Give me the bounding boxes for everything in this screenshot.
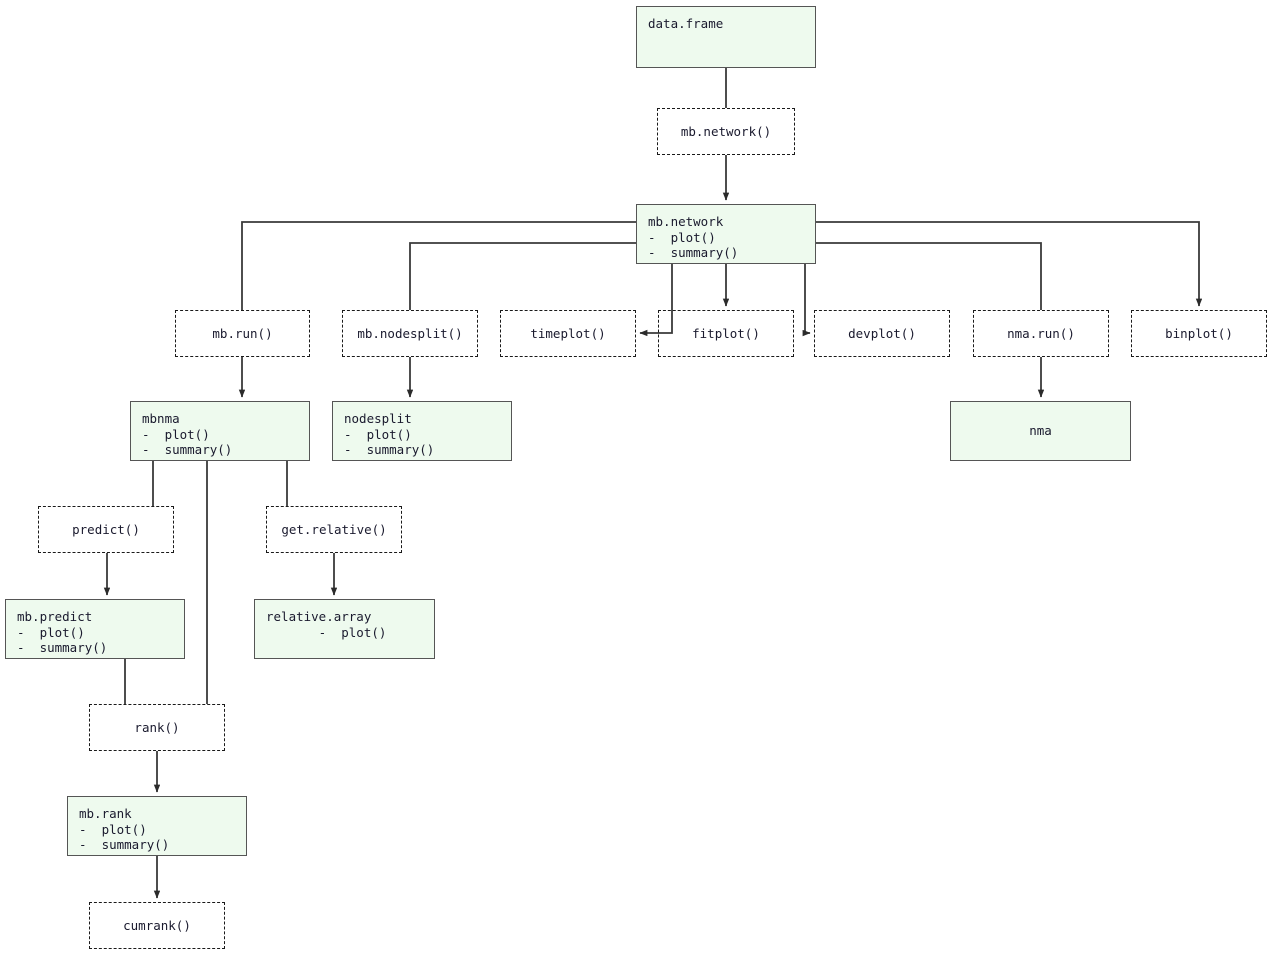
node-label: mb.network() — [680, 123, 772, 139]
node-label: data.frame — [648, 16, 724, 31]
node-mbrank[interactable]: mb.rank - plot() - summary() — [67, 796, 247, 856]
node-rank[interactable]: rank() — [89, 704, 225, 751]
connector-group — [103, 68, 1203, 899]
node-label: predict() — [72, 521, 140, 537]
node-label: binplot() — [1165, 325, 1233, 341]
node-fitplot[interactable]: fitplot() — [658, 310, 794, 357]
node-nma[interactable]: nma — [950, 401, 1131, 461]
node-label: mb.run() — [212, 325, 273, 341]
node-mbnetwork[interactable]: mb.network() — [657, 108, 795, 155]
node-label: nma — [1029, 423, 1052, 439]
edge-mbnetwork-to-mbnodesplit — [409, 242, 636, 310]
node-nodesplit[interactable]: nodesplit - plot() - summary() — [332, 401, 512, 461]
node-label: mbnma - plot() - summary() — [142, 411, 233, 457]
node-nmarun[interactable]: nma.run() — [973, 310, 1109, 357]
node-label: nma.run() — [1007, 325, 1075, 341]
node-mbrun[interactable]: mb.run() — [175, 310, 310, 357]
node-label: rank() — [134, 719, 180, 735]
node-label: relative.array - plot() — [266, 609, 387, 640]
node-label: get.relative() — [281, 521, 387, 537]
node-mbnma[interactable]: mbnma - plot() - summary() — [130, 401, 310, 461]
node-getrelative[interactable]: get.relative() — [266, 506, 402, 553]
node-mbpredict[interactable]: mb.predict - plot() - summary() — [5, 599, 185, 659]
node-relativearray[interactable]: relative.array - plot() — [254, 599, 435, 659]
node-label: fitplot() — [692, 325, 760, 341]
node-binplot[interactable]: binplot() — [1131, 310, 1267, 357]
node-predict[interactable]: predict() — [38, 506, 174, 553]
node-dataframe[interactable]: data.frame — [636, 6, 816, 68]
node-cumrank[interactable]: cumrank() — [89, 902, 225, 949]
edge-mbnetwork-to-nmarun — [816, 242, 1042, 310]
node-label: cumrank() — [123, 917, 191, 933]
node-label: timeplot() — [530, 325, 606, 341]
node-timeplot[interactable]: timeplot() — [500, 310, 636, 357]
edge-mbnetwork-to-mbrun — [241, 221, 636, 310]
node-mbnodesplit[interactable]: mb.nodesplit() — [342, 310, 478, 357]
node-label: mb.network - plot() - summary() — [648, 214, 739, 260]
node-mbnetwork[interactable]: mb.network - plot() - summary() — [636, 204, 816, 264]
edge-mbnetwork-to-devplot — [802, 264, 811, 337]
node-label: mb.rank - plot() - summary() — [79, 806, 170, 852]
edge-mbnetwork-to-binplot — [816, 221, 1203, 307]
node-label: mb.predict - plot() - summary() — [17, 609, 108, 655]
node-devplot[interactable]: devplot() — [814, 310, 950, 357]
node-label: mb.nodesplit() — [357, 325, 463, 341]
node-label: nodesplit - plot() - summary() — [344, 411, 435, 457]
node-label: devplot() — [848, 325, 916, 341]
